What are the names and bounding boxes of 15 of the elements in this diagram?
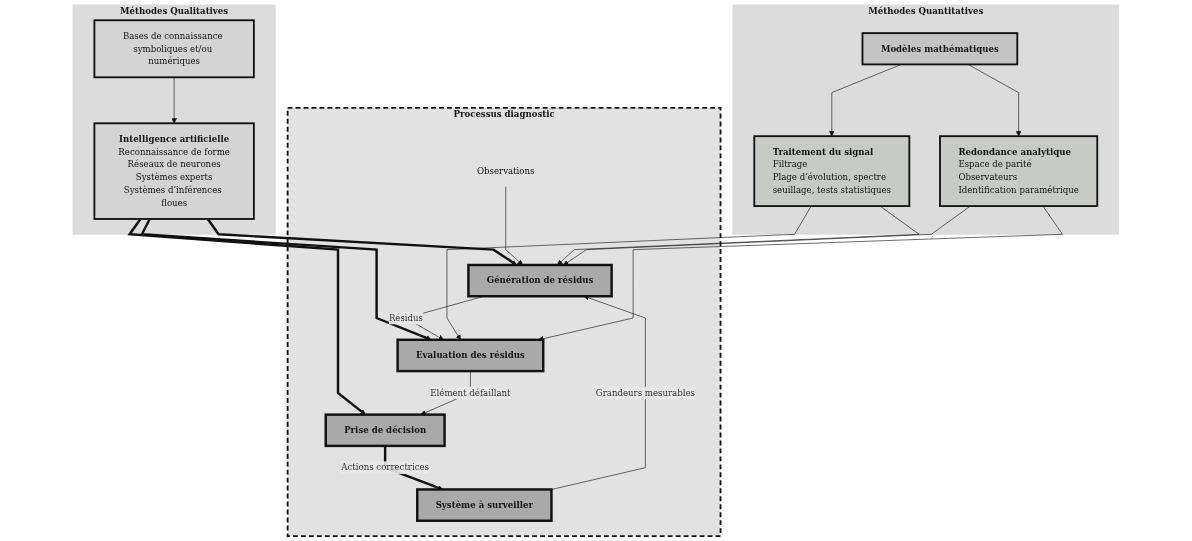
node-box: Système à surveiller: [416, 488, 553, 522]
node-box: Evaluation des résidus: [396, 338, 545, 373]
node-box: Modèles mathématiques: [861, 32, 1019, 66]
node-box: Bases de connaissance symboliques et/ou numériques: [93, 19, 255, 79]
node-box: Traitement du signal Filtrage Plage d’évolution, spectre seuillage, tests statistiques: [753, 135, 911, 207]
edge-label: Actions correctrices: [341, 462, 430, 473]
node-text: Observations: [477, 165, 535, 176]
node-box: Génération de résidus: [467, 263, 614, 298]
node-box: Prise de décision: [324, 413, 446, 448]
node-box: Redondance analytique Espace de parité Observateurs Identification paramétrique: [939, 135, 1099, 207]
arrow: [127, 218, 366, 415]
node-box: Intelligence artificielle Reconnaissance de forme Réseaux de neurones Systèmes experts Systèmes d’inférences floues: [93, 122, 255, 220]
edge-label: Elément défaillant: [430, 387, 511, 398]
edge-label: Grandeurs mesurables: [595, 387, 696, 398]
edge-label: Résidus: [389, 312, 424, 323]
